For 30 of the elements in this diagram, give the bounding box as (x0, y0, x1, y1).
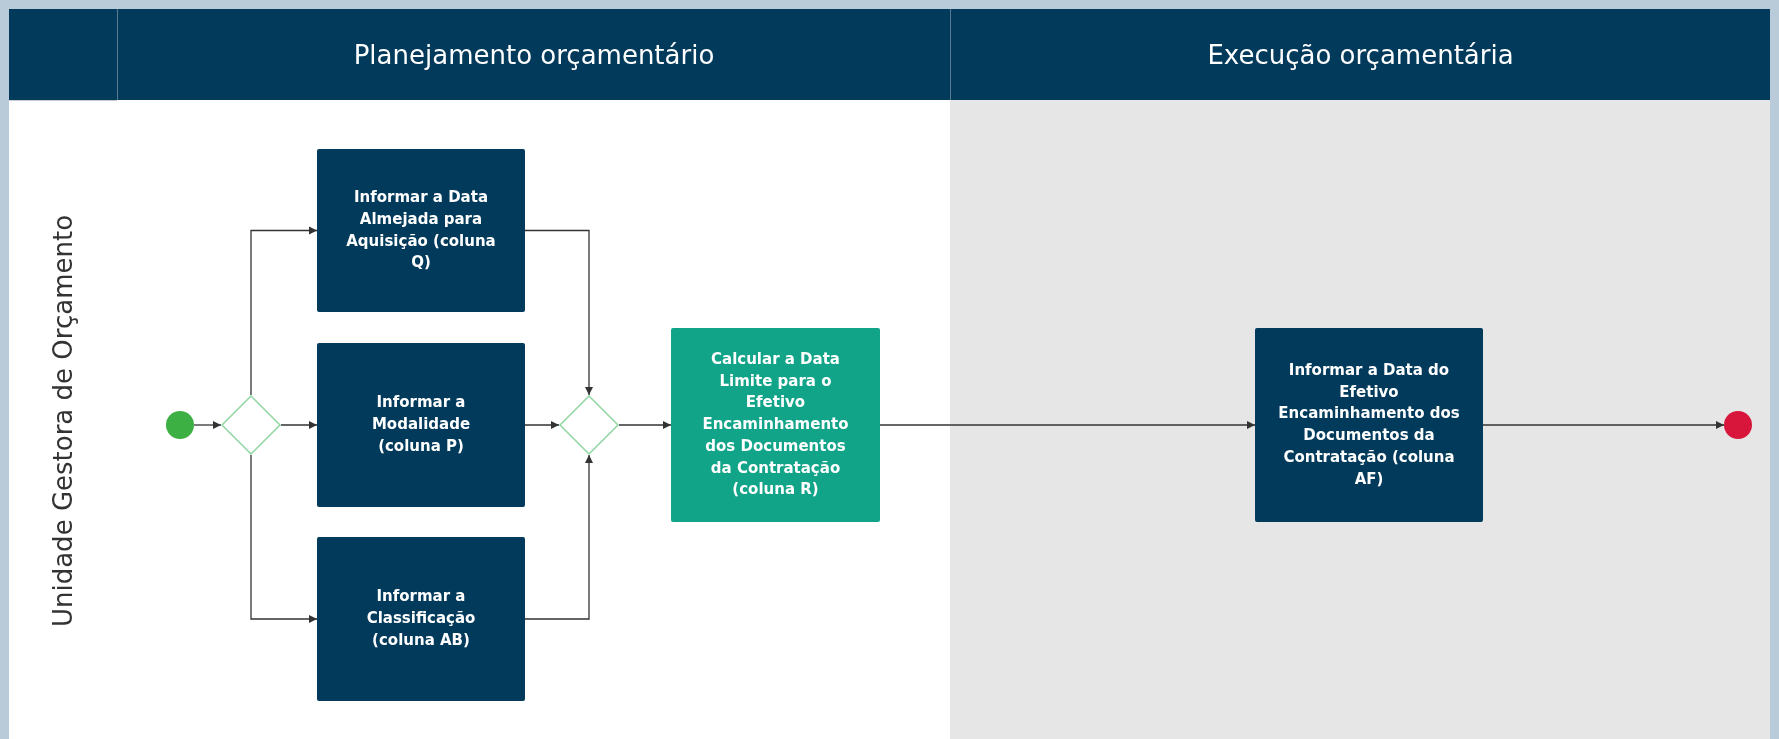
task-box (1255, 328, 1483, 522)
task-text: Calcular a Data Limite para o Efetivo Encaminhamento dos Documentos da Contratação (coluna R) (701, 348, 850, 501)
end-event-circle (1724, 411, 1752, 439)
gateway-diamond (221, 395, 281, 455)
task-box (671, 328, 880, 522)
start-event-circle (166, 411, 194, 439)
column-header: Planejamento orçamentário (117, 9, 950, 100)
gateway-diamond (559, 395, 619, 455)
arrow (524, 229, 593, 396)
swimlane-column (950, 9, 1770, 739)
arrow (524, 454, 593, 620)
column-header: Execução orçamentária (950, 9, 1770, 100)
swimlane-label-cell (9, 100, 117, 739)
arrow (879, 421, 1256, 429)
swimlane-column (117, 9, 950, 739)
task-text: Informar a Data Almejada para Aquisição (coluna Q) (345, 187, 497, 274)
task-text: Informar a Modalidade (coluna P) (370, 392, 472, 457)
arrow (280, 421, 318, 429)
arrow (250, 226, 318, 396)
arrow (524, 421, 560, 429)
task-box (317, 149, 525, 312)
task-box (317, 537, 525, 701)
lane-label: Unidade Gestora de Orçamento (48, 214, 78, 628)
arrow (618, 421, 672, 429)
task-text: Informar a Classificação (coluna AB) (365, 586, 477, 651)
arrow (1482, 421, 1725, 429)
task-box (317, 343, 525, 507)
arrow (193, 421, 222, 429)
task-text: Informar a Data do Efetivo Encaminhamento dos Documentos da Contratação (coluna AF) (1277, 359, 1461, 490)
arrow (250, 454, 318, 623)
